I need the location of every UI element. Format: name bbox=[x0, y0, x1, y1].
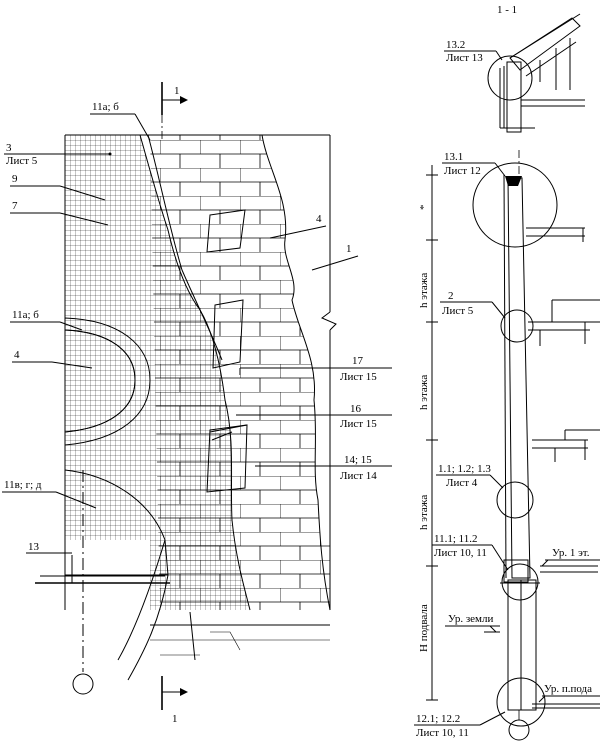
svg-text:1.1; 1.2; 1.3: 1.1; 1.2; 1.3 bbox=[438, 463, 491, 475]
svg-text:Лист 5: Лист 5 bbox=[6, 155, 38, 167]
floor-slabs bbox=[526, 227, 600, 709]
callout-11a-mid: 11а; б bbox=[10, 309, 83, 331]
dim-basement: H подвала bbox=[418, 604, 430, 652]
svg-text:14; 15: 14; 15 bbox=[344, 454, 372, 466]
svg-text:Ур. 1 эт.: Ур. 1 эт. bbox=[552, 547, 590, 559]
level-basement: Ур. п.пода bbox=[538, 683, 600, 703]
level-ground: Ур. земли bbox=[445, 613, 500, 633]
svg-text:13.1: 13.1 bbox=[444, 151, 463, 163]
plaster-base bbox=[64, 469, 169, 576]
svg-text:11в; г; д: 11в; г; д bbox=[4, 479, 42, 491]
level-first-floor: Ур. 1 эт. bbox=[541, 547, 600, 567]
dim-floor-1: h этажа bbox=[418, 273, 430, 308]
cut-mark-top: 1 bbox=[174, 85, 180, 97]
svg-text:17: 17 bbox=[352, 355, 364, 367]
dim-floor-2: h этажа bbox=[418, 375, 430, 410]
facade-view: 1 1 3 Лист 5 9 7 11а; б 4 bbox=[2, 82, 392, 725]
svg-text:Ур. п.пода: Ур. п.пода bbox=[544, 683, 592, 695]
callout-11-1: 11.1; 11.2 Лист 10, 11 bbox=[432, 533, 509, 571]
svg-text:Лист 5: Лист 5 bbox=[442, 305, 474, 317]
svg-text:11а; б: 11а; б bbox=[92, 101, 119, 113]
callout-13-2: 13.2 Лист 13 bbox=[444, 39, 503, 64]
svg-text:Лист 13: Лист 13 bbox=[446, 52, 483, 64]
svg-text:12.1; 12.2: 12.1; 12.2 bbox=[416, 713, 460, 725]
callout-1-1: 1.1; 1.2; 1.3 Лист 4 bbox=[436, 463, 504, 489]
callout-12-1: 12.1; 12.2 Лист 10, 11 bbox=[414, 711, 506, 739]
svg-text:4: 4 bbox=[316, 213, 322, 225]
axis-bubble bbox=[72, 673, 94, 695]
svg-text:4: 4 bbox=[14, 349, 20, 361]
svg-text:11а; б: 11а; б bbox=[12, 309, 39, 321]
callout-13-1: 13.1 Лист 12 bbox=[442, 151, 506, 177]
svg-text:Лист 12: Лист 12 bbox=[444, 165, 481, 177]
callout-4-right: 4 bbox=[269, 213, 327, 239]
callout-9: 9 bbox=[10, 173, 106, 201]
callout-11a-top: 11а; б bbox=[90, 101, 151, 141]
svg-text:3: 3 bbox=[6, 142, 12, 154]
callout-11v: 11в; г; д bbox=[2, 479, 97, 509]
dimension-chain: * h этажа h этажа h этажа H подвала bbox=[418, 165, 438, 701]
callout-16: 16 Лист 15 bbox=[236, 403, 392, 430]
section-title: 1 - 1 bbox=[497, 4, 517, 16]
svg-text:11.1; 11.2: 11.1; 11.2 bbox=[434, 533, 478, 545]
svg-text:Лист 10, 11: Лист 10, 11 bbox=[434, 547, 487, 559]
svg-text:16: 16 bbox=[350, 403, 362, 415]
svg-text:13.2: 13.2 bbox=[446, 39, 465, 51]
svg-text:7: 7 bbox=[12, 200, 18, 212]
roof bbox=[509, 17, 581, 71]
callout-4-left: 4 bbox=[12, 349, 93, 369]
callout-1: 1 bbox=[311, 243, 359, 271]
svg-text:Лист 4: Лист 4 bbox=[446, 477, 478, 489]
svg-text:1: 1 bbox=[346, 243, 352, 255]
callout-13: 13 bbox=[26, 541, 72, 554]
svg-text:Ур. земли: Ур. земли bbox=[448, 613, 493, 625]
callout-3: 3 Лист 5 bbox=[4, 142, 112, 167]
callout-2: 2 Лист 5 bbox=[440, 290, 506, 319]
svg-text:Лист 15: Лист 15 bbox=[340, 371, 377, 383]
section-axis-bubble bbox=[508, 719, 530, 741]
callout-14: 14; 15 Лист 14 bbox=[255, 454, 392, 482]
svg-text:9: 9 bbox=[12, 173, 18, 185]
svg-text:13: 13 bbox=[28, 541, 40, 553]
svg-text:2: 2 bbox=[448, 290, 454, 302]
dim-top: * bbox=[418, 205, 430, 211]
section-view: 1 - 1 13.2 Лист 13 bbox=[414, 4, 600, 741]
reinforcing-mesh bbox=[65, 135, 250, 610]
svg-text:Лист 14: Лист 14 bbox=[340, 470, 377, 482]
svg-text:Лист 15: Лист 15 bbox=[340, 418, 377, 430]
callout-7: 7 bbox=[10, 200, 109, 226]
callout-17: 17 Лист 15 bbox=[239, 355, 392, 383]
dim-floor-3: h этажа bbox=[418, 495, 430, 530]
cut-mark-bottom: 1 bbox=[172, 713, 178, 725]
svg-text:Лист 10, 11: Лист 10, 11 bbox=[416, 727, 469, 739]
